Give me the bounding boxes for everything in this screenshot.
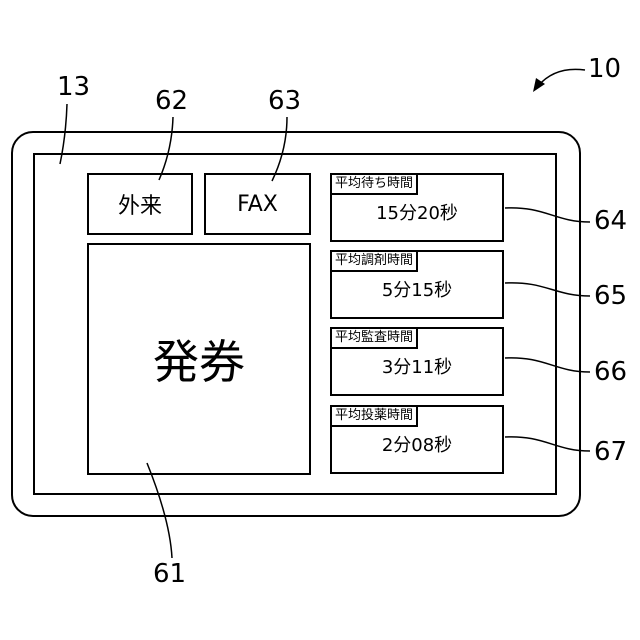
ref-numeral-13: 13 — [57, 74, 90, 100]
ref-numeral-63: 63 — [268, 88, 301, 114]
ref-numeral-61: 61 — [153, 561, 186, 587]
leader-line-13 — [60, 104, 67, 164]
leader-line-61 — [147, 463, 172, 558]
leader-line-10 — [538, 69, 585, 86]
ref-numeral-64: 64 — [594, 208, 627, 234]
leader-line-66 — [505, 358, 590, 372]
leader-line-63 — [272, 117, 287, 181]
ref-numeral-66: 66 — [594, 359, 627, 385]
ref-numeral-65: 65 — [594, 283, 627, 309]
leader-line-64 — [505, 208, 590, 222]
leader-line-65 — [505, 283, 590, 296]
leader-line-67 — [505, 437, 590, 451]
ref-numeral-10: 10 — [588, 56, 621, 82]
ref-numeral-67: 67 — [594, 439, 627, 465]
ref-numeral-62: 62 — [155, 88, 188, 114]
leader-line-62 — [159, 117, 173, 180]
